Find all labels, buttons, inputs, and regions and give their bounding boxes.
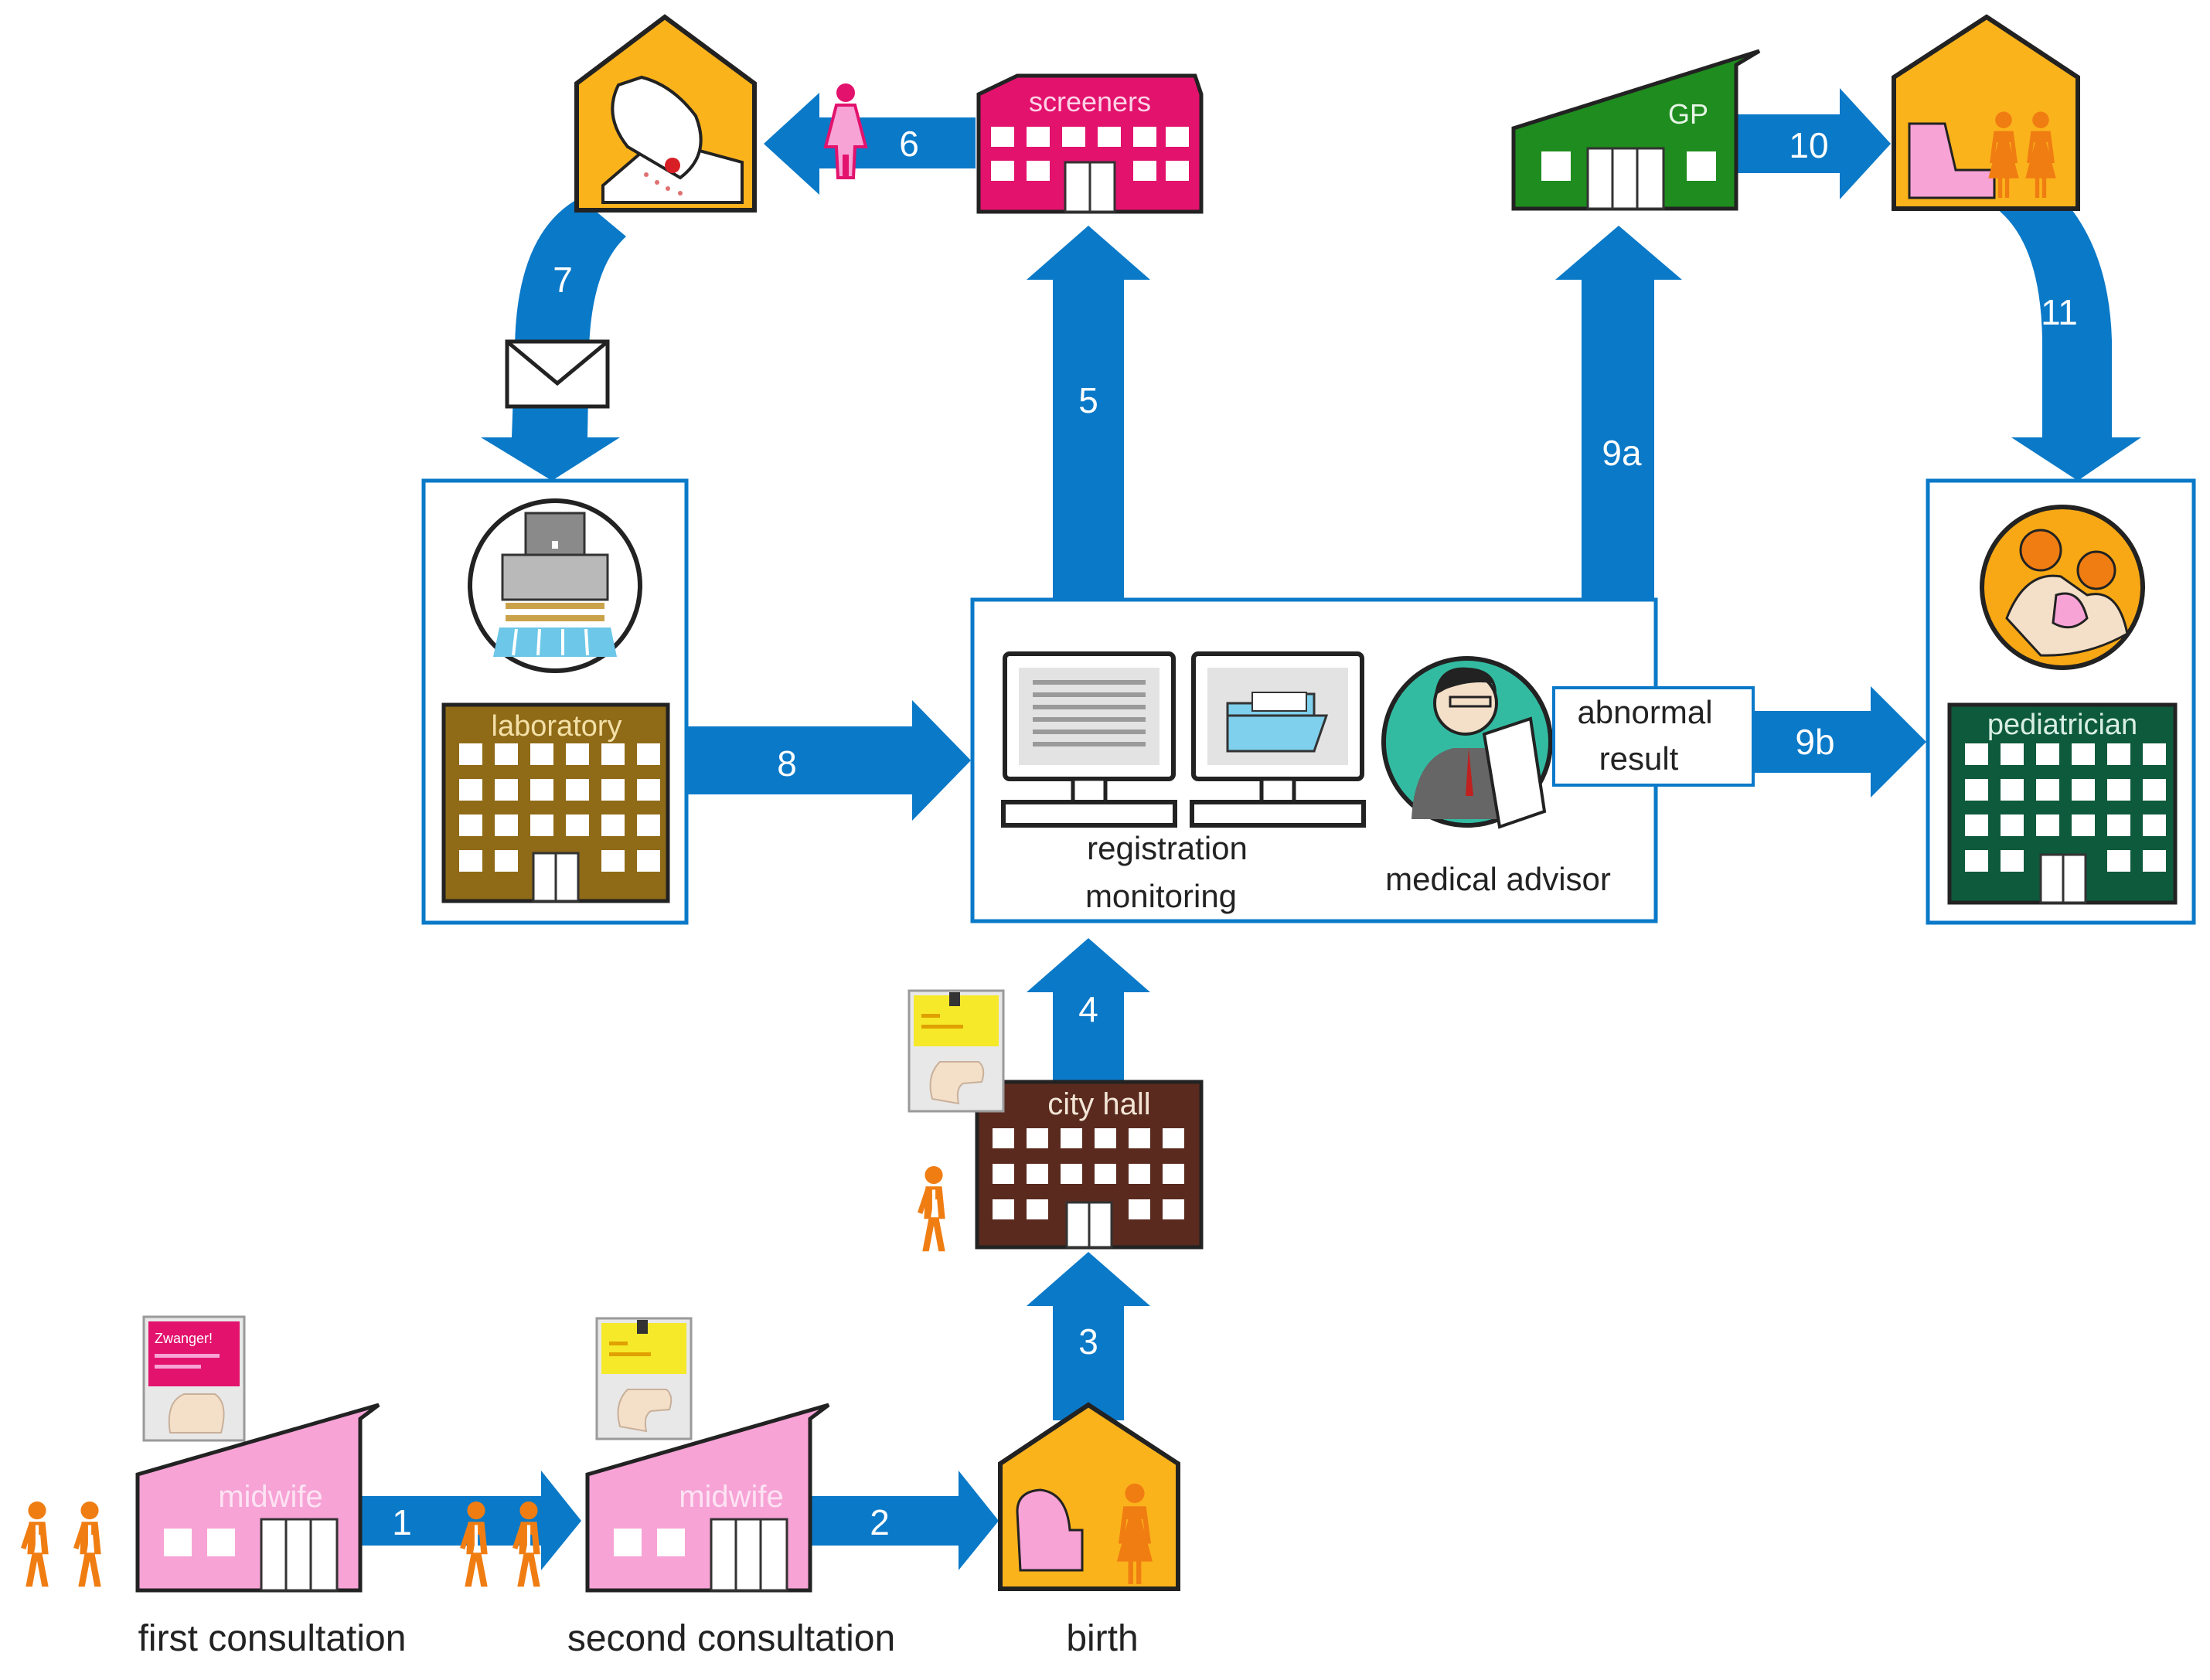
midwife-2-label: midwife [679,1480,784,1514]
city-hall-label: city hall [1047,1087,1150,1121]
arrow-9a-number: 9a [1602,433,1642,473]
abnormal-label: abnormal [1577,694,1712,730]
arrow-4-number: 4 [1078,989,1098,1029]
laboratory-building: laboratory [441,702,670,903]
arrow-6-number: 6 [899,124,919,164]
leaflet-icon [907,989,1005,1113]
arrow-2 [804,1471,999,1570]
first-consultation-caption: first consultation [138,1618,407,1659]
arrow-2-number: 2 [870,1502,890,1542]
envelope-icon [505,339,610,409]
arrow-10-number: 10 [1789,125,1828,165]
folder-icon [1190,651,1366,828]
registration-label: registration [1087,830,1248,866]
arrow-8 [688,700,971,821]
medical-advisor-label: medical advisor [1385,861,1611,897]
city-hall-building: city hall [975,1080,1204,1250]
pediatrician-label: pediatrician [1987,709,2137,741]
screeners-label: screeners [1029,86,1151,117]
midwife-1-label: midwife [218,1480,323,1514]
family-icon [1980,505,2145,670]
person-icon [73,1501,101,1587]
arrow-8-number: 8 [777,743,797,784]
flow-arrows [357,88,2141,1570]
person-icon [918,1166,945,1252]
arrow-3-number: 3 [1078,1321,1098,1362]
gp-label: GP [1668,98,1708,130]
arrow-9b-number: 9b [1795,722,1834,762]
person-icon [21,1501,49,1587]
pediatrician-box: pediatrician [1926,478,2196,925]
heel-prick-icon [574,14,757,213]
birth-caption: birth [1066,1618,1138,1659]
registration-box: abnormal result registration monitoring … [970,597,1755,923]
arrow-1 [357,1471,581,1570]
arrow-5-number: 5 [1078,380,1098,420]
arrow-3 [1027,1252,1150,1420]
monitoring-label: monitoring [1085,878,1237,914]
pregnant-person-icon [823,83,868,179]
arrow-11-number: 11 [2041,292,2078,332]
arrow-5 [1027,226,1150,600]
parents-house [1892,14,2080,211]
arrow-1-number: 1 [392,1502,412,1542]
crib-icon [1016,1488,1084,1572]
arrow-9a [1555,226,1682,695]
leaflet-icon: Zwanger! [142,1315,246,1442]
second-consultation-caption: second consultation [567,1618,895,1659]
arrow-number-labels: 1 2 3 4 5 6 7 8 9a 9b 10 11 [392,124,2078,1542]
laboratory-box: laboratory [421,478,689,925]
arrow-4 [1027,938,1150,1082]
arrow-10 [1736,88,1891,199]
arrow-9b [1752,686,1926,797]
arrow-7 [481,198,626,481]
leaflet-title: Zwanger! [155,1331,213,1346]
doctor-icon [1381,656,1553,829]
gp-building: GP [1511,49,1761,211]
abnormal-result-box [1552,686,1755,787]
arrow-11 [1985,178,2141,481]
pediatrician-building: pediatrician [1947,702,2178,905]
birth-house [998,1402,1180,1591]
arrow-7-number: 7 [553,260,573,300]
laboratory-label: laboratory [492,710,622,743]
arrow-6 [764,93,976,195]
midwife-building-1: midwife [135,1403,380,1593]
leaflet-icon [595,1317,693,1440]
screeners-building: screeners [976,73,1204,214]
midwife-building-2: midwife [585,1403,830,1593]
computer-monitor-icon [1001,651,1177,828]
result-label: result [1599,740,1679,777]
lab-machine-icon [468,498,642,673]
